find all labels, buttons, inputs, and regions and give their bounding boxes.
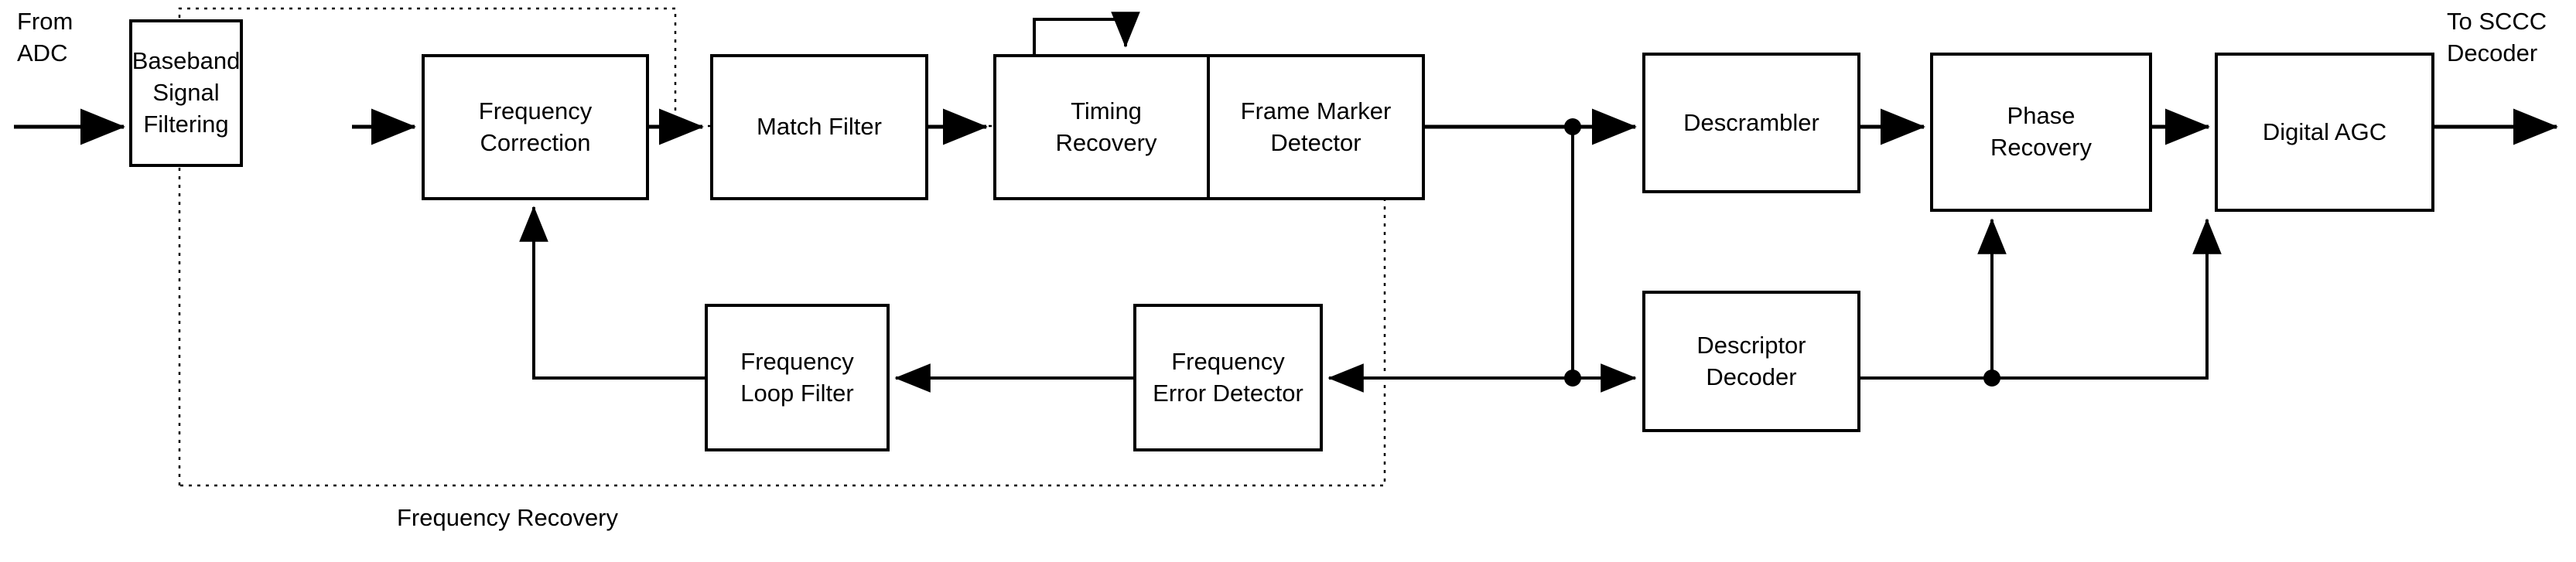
block-match-filter[interactable] [710, 54, 928, 200]
block-descrambler[interactable] [1642, 53, 1860, 193]
block-frequency-correction[interactable] [422, 54, 649, 200]
block-phase-recovery[interactable] [1930, 53, 2152, 212]
input-source-label: From ADC [17, 8, 73, 66]
block-descriptor-decoder[interactable] [1642, 291, 1860, 432]
block-frame-marker-detector[interactable] [1207, 54, 1425, 200]
block-baseband-signal-filtering[interactable] [129, 19, 243, 167]
junction-dot-descriptor-decoder [1983, 370, 2000, 387]
wire-loop-filter-to-frequency-correction [519, 206, 706, 380]
wire-descriptor-decoder-feedback [1859, 220, 2209, 380]
output-destination-label: To SCCC Decoder [2447, 8, 2547, 66]
junction-dot-frame-marker-bottom [1564, 370, 1581, 387]
block-timing-recovery[interactable] [993, 54, 1219, 200]
block-digital-agc[interactable] [2215, 53, 2434, 212]
wire-timing-recovery-self-loop [1033, 12, 1140, 56]
block-frequency-error-detector[interactable] [1133, 304, 1323, 451]
frequency-recovery-group-label: Frequency Recovery [397, 504, 619, 531]
junction-dot-frame-marker-top [1564, 118, 1581, 135]
block-frequency-loop-filter[interactable] [705, 304, 890, 451]
